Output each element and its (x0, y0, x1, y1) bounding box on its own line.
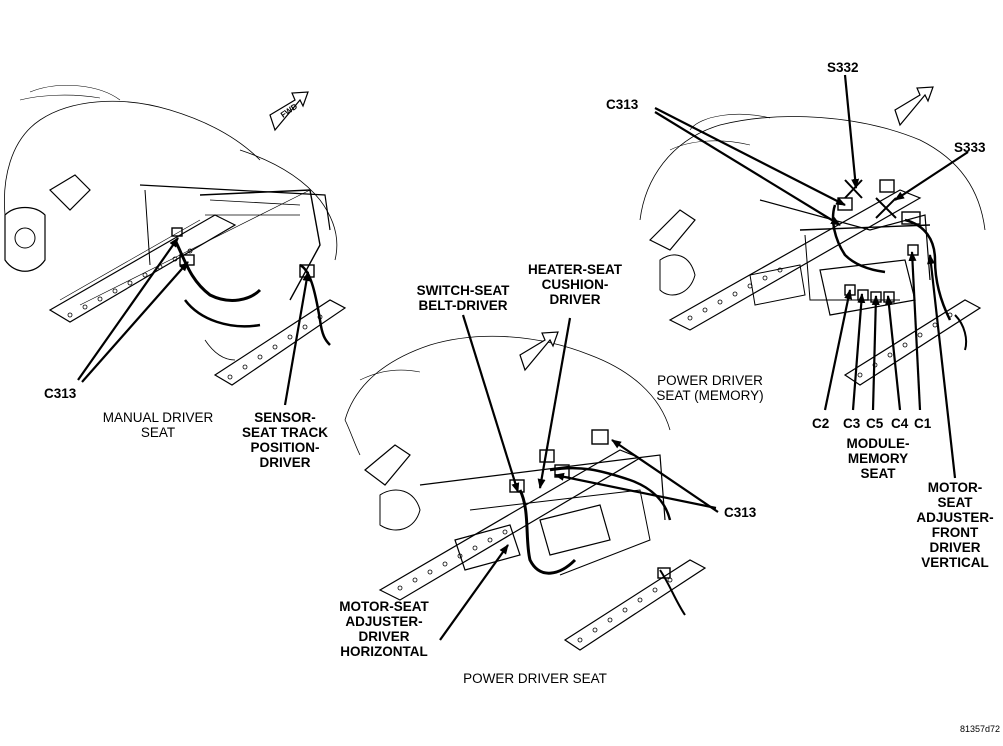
fwd-arrow-left: FWD (269, 91, 309, 132)
label-line: DRIVER (358, 629, 410, 644)
label-line: CUSHION- (541, 277, 609, 292)
label-line: SEAT (860, 466, 896, 481)
label-line: SEAT (937, 495, 973, 510)
label-motor-seat-front-vertical: MOTOR- SEAT ADJUSTER- FRONT DRIVER VERTI… (910, 480, 1000, 570)
label-s333: S333 (954, 140, 986, 155)
label-line: MEMORY (847, 451, 909, 466)
caption-manual-driver-seat: MANUAL DRIVER SEAT (98, 410, 218, 440)
label-c313-power: C313 (724, 505, 757, 520)
label-c2: C2 (812, 416, 830, 431)
fwd-arrow-right (894, 86, 934, 127)
caption-line: MANUAL DRIVER (102, 410, 214, 425)
label-line: SEAT TRACK (242, 425, 328, 440)
label-line: SENSOR- (254, 410, 316, 425)
label-line: DRIVER (549, 292, 601, 307)
power-seat-leaders (439, 314, 719, 641)
label-c4: C4 (891, 416, 909, 431)
caption-power-driver-seat-memory: POWER DRIVER SEAT (MEMORY) (645, 373, 775, 403)
label-c313-memory: C313 (606, 97, 639, 112)
label-module-memory-seat: MODULE- MEMORY SEAT (833, 436, 923, 481)
label-sensor-seat-track: SENSOR- SEAT TRACK POSITION- DRIVER (238, 410, 332, 470)
label-line: MOTOR-SEAT (339, 599, 429, 614)
caption-line: POWER DRIVER (657, 373, 763, 388)
label-c1: C1 (914, 416, 932, 431)
label-line: FRONT (931, 525, 979, 540)
label-line: ADJUSTER- (345, 614, 423, 629)
label-c3: C3 (843, 416, 861, 431)
label-line: SWITCH-SEAT (416, 283, 510, 298)
label-line: MOTOR- (927, 480, 983, 495)
label-line: HEATER-SEAT (528, 262, 622, 277)
figure-id: 81357d72 (960, 724, 1001, 734)
memory-seat-drawing (639, 113, 986, 386)
power-seat-drawing (344, 335, 707, 651)
fwd-arrow-center (519, 331, 559, 372)
label-line: POSITION- (250, 440, 320, 455)
memory-seat-leaders (654, 74, 969, 479)
caption-power-driver-seat: POWER DRIVER SEAT (463, 671, 607, 686)
label-line: VERTICAL (921, 555, 989, 570)
label-heater-seat-cushion: HEATER-SEAT CUSHION- DRIVER (525, 262, 625, 307)
label-c313-manual: C313 (44, 386, 77, 401)
label-c5: C5 (866, 416, 884, 431)
label-line: BELT-DRIVER (418, 298, 508, 313)
label-motor-seat-horizontal: MOTOR-SEAT ADJUSTER- DRIVER HORIZONTAL (328, 599, 440, 659)
label-s332: S332 (827, 60, 859, 75)
label-line: DRIVER (929, 540, 981, 555)
caption-line: SEAT (MEMORY) (656, 388, 764, 403)
manual-seat-leaders (77, 237, 311, 406)
manual-seat-drawing (4, 85, 347, 386)
label-switch-seat-belt: SWITCH-SEAT BELT-DRIVER (408, 283, 518, 313)
label-line: HORIZONTAL (340, 644, 428, 659)
caption-line: SEAT (140, 425, 176, 440)
label-line: DRIVER (259, 455, 311, 470)
label-line: MODULE- (846, 436, 910, 451)
label-line: ADJUSTER- (916, 510, 994, 525)
